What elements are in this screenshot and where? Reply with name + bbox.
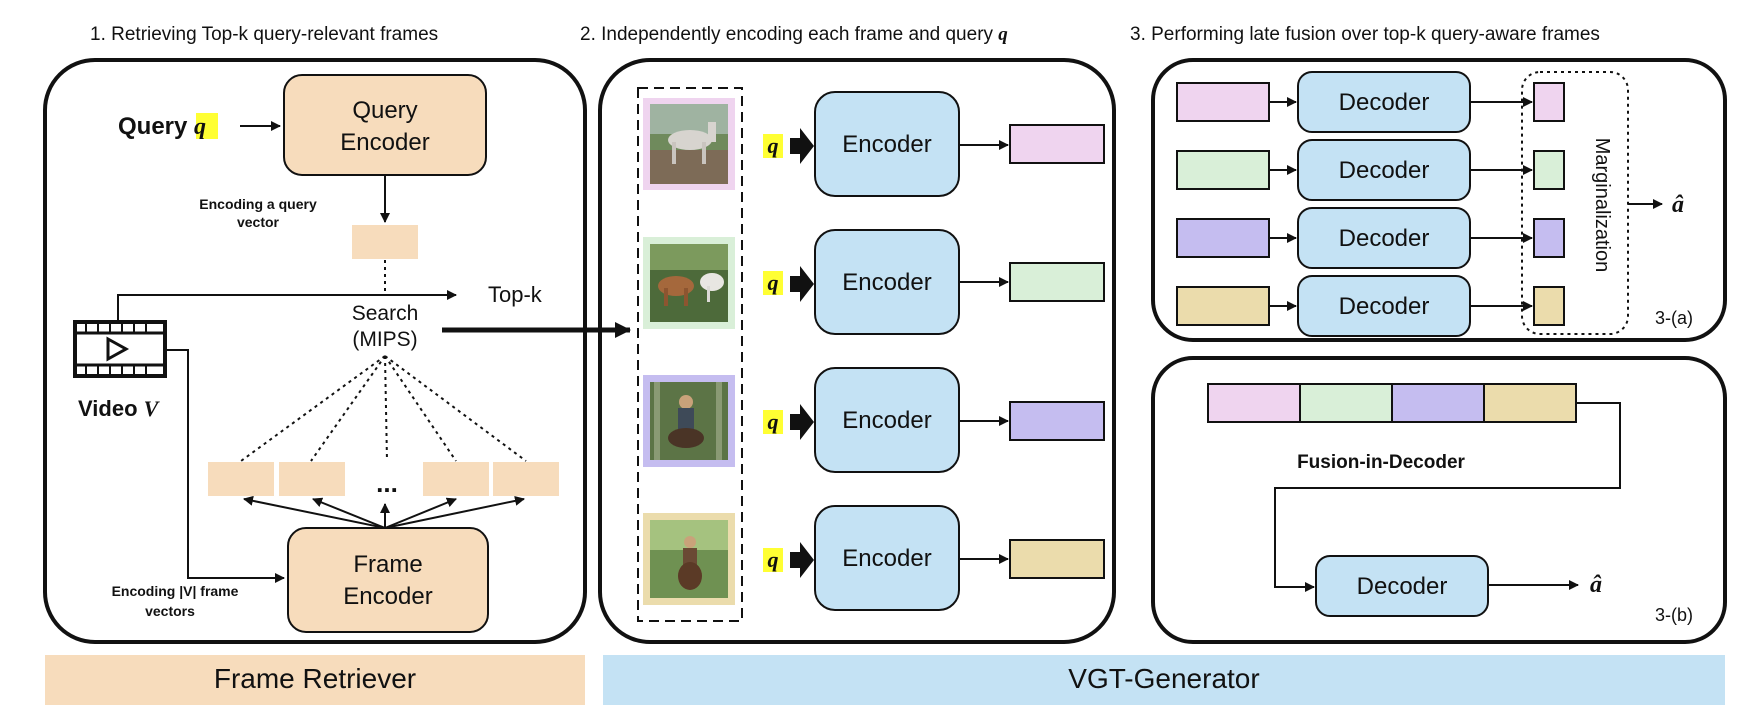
marginalization-panel — [1151, 58, 1727, 342]
svg-text:q: q — [768, 270, 779, 295]
query-encoder-line2: Encoder — [340, 129, 429, 156]
video-frame-encoder-arrow — [166, 349, 285, 583]
query-encoder-line1: Query — [352, 97, 417, 124]
frame-encoder-line1: Frame — [353, 551, 422, 578]
frame-thumbnail-2 — [643, 237, 735, 329]
retriever-panel — [43, 58, 587, 644]
svg-text:Encoder: Encoder — [842, 269, 931, 296]
topk-label: Top-k — [488, 282, 543, 307]
svg-text:Decoder: Decoder — [1339, 225, 1430, 252]
fid-decoder-label: Decoder — [1357, 573, 1448, 600]
answer-b-label: â — [1590, 572, 1602, 598]
svg-text:Encoder: Encoder — [842, 131, 931, 158]
frame-retriever-bar — [45, 655, 585, 705]
encoding-frames-text-1: Encoding |V| frame — [112, 583, 239, 599]
video-icon — [73, 320, 167, 378]
encoding-frames-text-2: vectors — [145, 603, 195, 619]
svg-text:Decoder: Decoder — [1339, 293, 1430, 320]
answer-a-label: â — [1672, 192, 1684, 218]
encoder-row-1: q Encoder — [763, 91, 1105, 197]
decoder-row-a1: Decoder — [1176, 71, 1565, 133]
encoder-row-3: q Encoder — [763, 367, 1105, 473]
svg-text:q: q — [768, 547, 779, 572]
frame-thumbnail-1 — [643, 98, 735, 190]
frame-vector-1 — [208, 462, 274, 496]
video-search-arrow — [117, 290, 457, 320]
vgt-generator-bar — [603, 655, 1725, 705]
frame-vector-2 — [279, 462, 345, 496]
encoding-query-text-1: Encoding a query — [199, 196, 317, 212]
encoding-query-text-2: vector — [237, 214, 280, 230]
decoder-row-a4: Decoder — [1176, 275, 1565, 337]
frames-dashed-group — [637, 87, 743, 622]
decoder-row-a2: Decoder — [1176, 139, 1565, 201]
frame-retriever-label: Frame Retriever — [214, 663, 416, 694]
svg-text:Encoder: Encoder — [842, 407, 931, 434]
decoder-row-a3: Decoder — [1176, 207, 1565, 269]
fid-label: Fusion-in-Decoder — [1297, 452, 1465, 473]
marginalization-label: Marginalization — [1591, 138, 1613, 273]
tag-3b: 3-(b) — [1655, 605, 1693, 625]
mips-label: (MIPS) — [352, 328, 417, 351]
frame-encoder-line2: Encoder — [343, 583, 432, 610]
tag-3a: 3-(a) — [1655, 308, 1693, 328]
frame-thumbnail-4 — [643, 513, 735, 605]
frame-encoder-box — [287, 527, 489, 633]
fid-panel — [1151, 356, 1727, 644]
encoder-row-4: q Encoder — [763, 505, 1105, 611]
encoder-panel — [598, 58, 1116, 644]
query-label: Query q — [118, 113, 218, 140]
svg-text:Decoder: Decoder — [1339, 89, 1430, 116]
svg-text:Decoder: Decoder — [1339, 157, 1430, 184]
section3-title: 3. Performing late fusion over top-k que… — [1130, 24, 1600, 45]
svg-text:q: q — [768, 409, 779, 434]
frame-thumbnail-3 — [643, 375, 735, 467]
encoder-row-2: q Encoder — [763, 229, 1105, 335]
section2-title: 2. Independently encoding each frame and… — [580, 24, 1008, 45]
search-bg — [332, 298, 438, 354]
fid-path-arrow — [1274, 402, 1621, 592]
ellipsis: ... — [376, 468, 398, 498]
video-label: Video V — [78, 396, 161, 421]
query-encoder-box — [283, 74, 487, 176]
search-label: Search — [352, 302, 419, 325]
frame-encoder-arrows — [243, 495, 525, 529]
svg-text:Query q: Query q — [118, 113, 206, 140]
query-vector — [352, 225, 418, 259]
svg-text:Encoder: Encoder — [842, 545, 931, 572]
section1-title: 1. Retrieving Top-k query-relevant frame… — [90, 24, 438, 45]
frame-vector-4 — [493, 462, 559, 496]
frame-vector-3 — [423, 462, 489, 496]
vgt-generator-label: VGT-Generator — [1068, 663, 1259, 694]
svg-text:q: q — [768, 133, 779, 158]
similarity-dotted-lines — [240, 355, 527, 462]
concatenated-vectors — [1207, 383, 1577, 423]
